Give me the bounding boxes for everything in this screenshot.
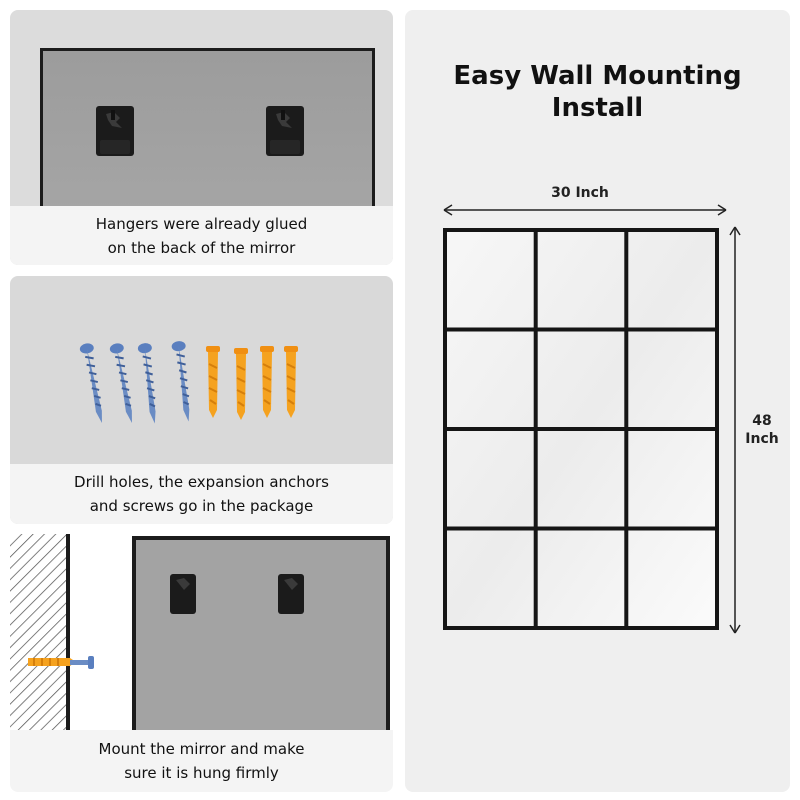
screw-icon bbox=[78, 341, 108, 426]
caption-line: Mount the mirror and make bbox=[98, 740, 305, 758]
caption-line: on the back of the mirror bbox=[107, 238, 296, 257]
windowpane-mirror bbox=[443, 228, 719, 630]
anchor-icon bbox=[259, 345, 275, 419]
caption-line: Hangers were already glued bbox=[95, 214, 308, 233]
height-arrow-icon bbox=[729, 226, 741, 634]
mount-panel: Mount the mirror and make sure it is hun… bbox=[10, 534, 393, 792]
page-title: Easy Wall Mounting Install bbox=[405, 60, 790, 124]
height-label: 48 Inch bbox=[740, 412, 784, 448]
title-line: Easy Wall Mounting bbox=[453, 61, 742, 91]
wall-section bbox=[10, 534, 66, 734]
mirror-back bbox=[40, 48, 375, 228]
height-label-line: Inch bbox=[745, 431, 779, 447]
anchor-icon bbox=[233, 347, 249, 421]
height-label-line: 48 bbox=[752, 413, 772, 429]
caption-line: and screws go in the package bbox=[89, 497, 314, 515]
hardware-group bbox=[78, 339, 299, 426]
anchor-icon bbox=[205, 345, 221, 419]
width-arrow-icon bbox=[443, 204, 727, 216]
hardware-caption: Drill holes, the expansion anchors and s… bbox=[10, 464, 393, 524]
screw-icon bbox=[108, 341, 138, 426]
dimensions-panel: Easy Wall Mounting Install 30 Inch 48 In… bbox=[405, 10, 790, 792]
title-line: Install bbox=[551, 93, 644, 123]
hanger-right-icon bbox=[278, 574, 304, 614]
caption-line: Drill holes, the expansion anchors bbox=[74, 473, 329, 491]
wall-mount-illustration bbox=[10, 534, 390, 734]
caption-line: sure it is hung firmly bbox=[124, 764, 279, 782]
anchor-screw-icon bbox=[28, 656, 94, 669]
hanger-right-icon bbox=[266, 106, 304, 156]
hanger-left-icon bbox=[170, 574, 196, 614]
anchor-icon bbox=[283, 345, 299, 419]
screw-icon bbox=[136, 341, 161, 426]
hangers-panel: Hangers were already glued on the back o… bbox=[10, 10, 393, 265]
mount-caption: Mount the mirror and make sure it is hun… bbox=[10, 730, 393, 792]
screw-icon bbox=[170, 339, 195, 424]
mirror-back bbox=[132, 536, 390, 734]
hangers-caption: Hangers were already glued on the back o… bbox=[10, 206, 393, 265]
hanger-left-icon bbox=[96, 106, 134, 156]
width-label: 30 Inch bbox=[551, 185, 609, 201]
hardware-panel: Drill holes, the expansion anchors and s… bbox=[10, 276, 393, 524]
